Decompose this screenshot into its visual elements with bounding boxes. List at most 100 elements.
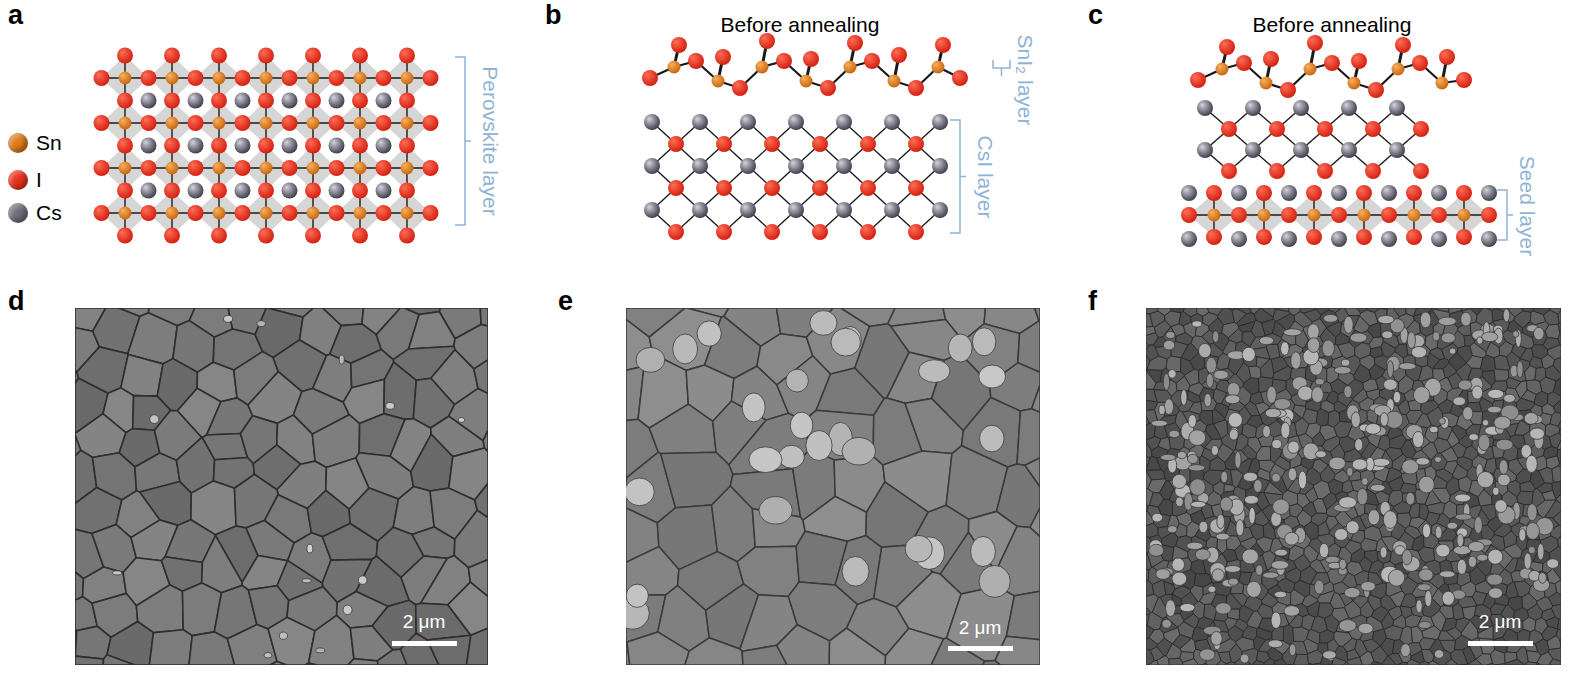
grain bbox=[1429, 661, 1440, 665]
atom bbox=[1408, 209, 1421, 222]
atom bbox=[1431, 185, 1447, 201]
grain bbox=[777, 625, 830, 665]
surface-feature bbox=[1163, 340, 1174, 350]
surface-feature bbox=[1322, 340, 1334, 357]
grain bbox=[448, 582, 488, 635]
atom bbox=[166, 72, 179, 85]
atom bbox=[258, 228, 274, 244]
grain bbox=[480, 308, 488, 326]
atom bbox=[164, 138, 180, 154]
grain bbox=[1494, 369, 1509, 381]
grain bbox=[1287, 664, 1294, 665]
surface-feature bbox=[1358, 623, 1373, 634]
grain bbox=[75, 656, 103, 665]
grain bbox=[1147, 356, 1167, 370]
surface-feature bbox=[1350, 333, 1367, 342]
atom bbox=[1256, 185, 1272, 201]
grain bbox=[1558, 537, 1561, 548]
grain bbox=[1216, 661, 1226, 665]
atom bbox=[1381, 207, 1397, 223]
atom bbox=[399, 138, 415, 154]
surface-feature bbox=[1434, 650, 1443, 659]
grain bbox=[474, 360, 488, 394]
grain bbox=[1199, 344, 1210, 358]
atom bbox=[932, 202, 948, 218]
sem-ground bbox=[1146, 308, 1561, 665]
atom bbox=[844, 61, 857, 74]
grain bbox=[270, 661, 287, 665]
surface-feature bbox=[1488, 549, 1503, 564]
grain bbox=[983, 661, 1001, 665]
grain bbox=[685, 638, 743, 665]
atom bbox=[692, 114, 708, 130]
atom bbox=[1269, 121, 1285, 137]
sem-image bbox=[626, 308, 1040, 665]
atom bbox=[1280, 82, 1296, 98]
atom bbox=[1306, 229, 1322, 245]
surface-feature bbox=[697, 321, 721, 346]
surface-feature bbox=[1463, 407, 1473, 420]
surface-feature bbox=[1242, 549, 1258, 564]
surface-feature bbox=[302, 579, 311, 583]
sem-image bbox=[1146, 308, 1561, 665]
atom bbox=[401, 207, 414, 220]
surface-feature bbox=[1275, 549, 1288, 556]
atom bbox=[94, 160, 110, 176]
grain bbox=[1545, 324, 1560, 339]
atom bbox=[213, 162, 226, 175]
atom bbox=[668, 61, 681, 74]
grain bbox=[1548, 592, 1561, 606]
atom bbox=[740, 202, 756, 218]
atom bbox=[1206, 185, 1222, 201]
grain bbox=[121, 355, 163, 397]
surface-feature bbox=[1249, 507, 1255, 524]
grain bbox=[1487, 663, 1495, 665]
grain bbox=[1419, 661, 1429, 665]
surface-feature bbox=[358, 576, 367, 585]
surface-feature bbox=[1493, 487, 1499, 495]
atom bbox=[282, 160, 298, 176]
surface-feature bbox=[1307, 324, 1319, 340]
surface-feature bbox=[1420, 312, 1431, 328]
surface-feature bbox=[1263, 572, 1279, 578]
grain bbox=[1146, 470, 1165, 480]
atom bbox=[860, 180, 876, 196]
grain bbox=[1264, 658, 1275, 665]
atom bbox=[119, 117, 132, 130]
atom bbox=[1181, 207, 1197, 223]
grain bbox=[1549, 659, 1561, 665]
surface-feature bbox=[905, 535, 932, 562]
grain bbox=[1025, 458, 1040, 487]
atom bbox=[1216, 63, 1229, 76]
grain bbox=[1316, 409, 1328, 426]
atom bbox=[860, 136, 876, 152]
atom bbox=[1281, 207, 1297, 223]
bonds bbox=[102, 41, 1490, 237]
atom bbox=[1341, 100, 1357, 116]
atom bbox=[376, 93, 392, 109]
atom bbox=[788, 158, 804, 174]
atom bbox=[908, 224, 924, 240]
sem-ground bbox=[626, 308, 1040, 665]
atom bbox=[692, 158, 708, 174]
atom bbox=[1263, 51, 1279, 67]
grain bbox=[149, 630, 192, 665]
surface-feature bbox=[1177, 451, 1186, 459]
atom bbox=[1221, 163, 1237, 179]
atom bbox=[399, 93, 415, 109]
atom bbox=[211, 93, 227, 109]
grain bbox=[1313, 663, 1323, 665]
atom bbox=[1389, 142, 1405, 158]
grain bbox=[1478, 490, 1492, 506]
atom bbox=[211, 138, 227, 154]
surface-feature bbox=[1352, 459, 1367, 470]
atom bbox=[1317, 163, 1333, 179]
atom bbox=[1368, 82, 1384, 98]
grain bbox=[1210, 457, 1226, 471]
surface-feature bbox=[1271, 612, 1281, 628]
grain bbox=[1201, 663, 1208, 665]
grain bbox=[1017, 409, 1040, 466]
surface-feature bbox=[1419, 476, 1435, 493]
surface-feature bbox=[1281, 342, 1289, 355]
atom bbox=[1231, 231, 1247, 247]
